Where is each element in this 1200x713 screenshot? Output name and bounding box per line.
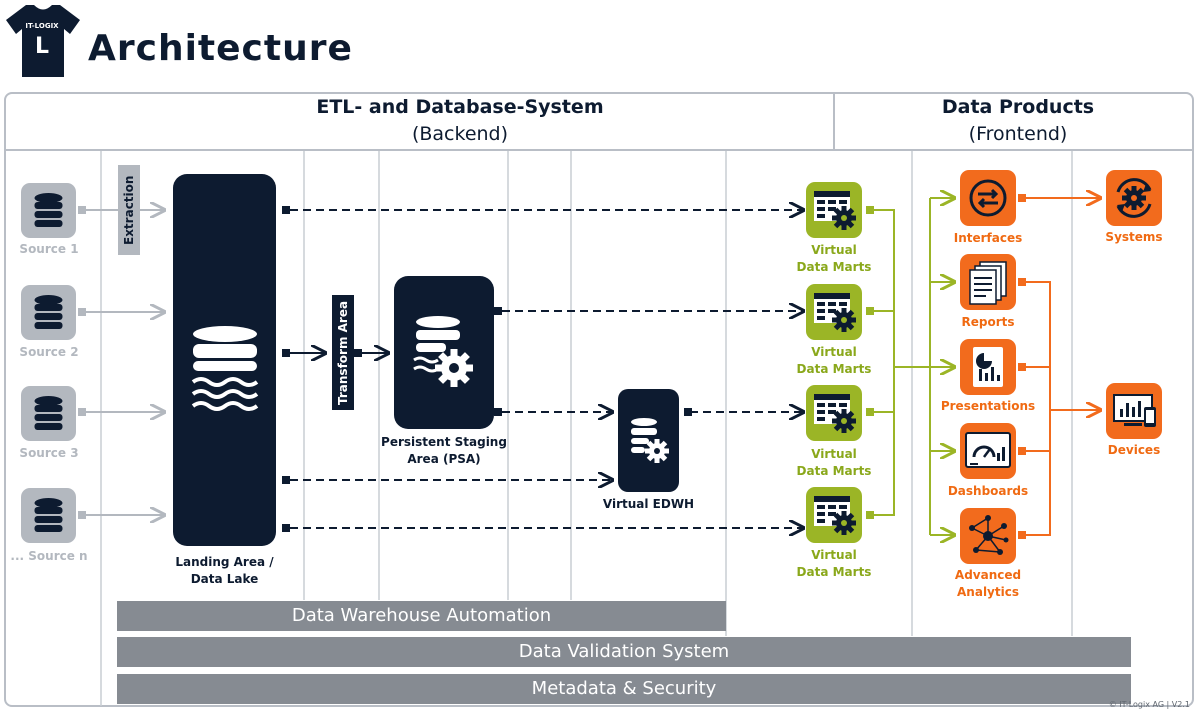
database-icon bbox=[21, 183, 76, 238]
product-label: Dashboards bbox=[947, 484, 1029, 498]
data-mart-label: Virtual bbox=[811, 243, 857, 257]
data-mart-label: Virtual bbox=[811, 548, 857, 562]
source-label: Source 2 bbox=[19, 345, 79, 359]
data-lake-icon bbox=[191, 326, 259, 411]
data-mart-label: Virtual bbox=[811, 345, 857, 359]
data-mart-label: Data Marts bbox=[796, 362, 872, 376]
data-mart-label: Data Marts bbox=[796, 565, 872, 579]
logo-letter: L bbox=[34, 34, 50, 59]
exchange-icon bbox=[960, 170, 1016, 226]
target-label: Devices bbox=[1107, 443, 1161, 457]
logo-text: IT-LOGIX bbox=[25, 22, 59, 30]
source-label: Source 1 bbox=[19, 242, 79, 256]
frontend-title: Data Products bbox=[941, 96, 1095, 118]
data-mart-label: Virtual bbox=[811, 447, 857, 461]
database-icon bbox=[21, 386, 76, 441]
product-label: Interfaces bbox=[953, 231, 1023, 245]
source-label: Source 3 bbox=[19, 446, 79, 460]
landing-area-label: Landing Area / Data Lake bbox=[175, 555, 274, 586]
product-label: Advanced Analytics bbox=[954, 568, 1022, 599]
product-label: Reports bbox=[961, 315, 1015, 329]
landing-area-block bbox=[173, 174, 276, 546]
metadata-security-bar: Metadata & Security bbox=[117, 674, 1131, 704]
database-gear-icon bbox=[413, 316, 473, 387]
target-label: Systems bbox=[1105, 230, 1163, 244]
database-gear-icon bbox=[631, 418, 669, 463]
product-label: Presentations bbox=[940, 399, 1036, 413]
database-icon bbox=[21, 488, 76, 543]
psa-label: Persistent Staging Area (PSA) bbox=[381, 435, 507, 466]
data-mart-label: Data Marts bbox=[796, 260, 872, 274]
network-icon bbox=[960, 508, 1016, 564]
data-mart-label: Data Marts bbox=[796, 464, 872, 478]
table-gear-icon bbox=[806, 284, 862, 340]
backend-title: ETL- and Database-System bbox=[316, 96, 604, 118]
page-title: Architecture bbox=[88, 28, 353, 69]
transform-area-label: Transform Area bbox=[332, 295, 354, 410]
source-label: ... Source n bbox=[10, 549, 88, 563]
dashboard-icon bbox=[960, 423, 1016, 479]
table-gear-icon bbox=[806, 385, 862, 441]
data-validation-bar: Data Validation System bbox=[117, 637, 1131, 667]
backend-subtitle: (Backend) bbox=[411, 123, 509, 145]
edwh-block bbox=[618, 389, 679, 492]
data-warehouse-automation-bar: Data Warehouse Automation bbox=[117, 601, 726, 631]
report-icon bbox=[960, 254, 1016, 310]
table-gear-icon bbox=[806, 487, 862, 543]
extraction-label: Extraction bbox=[118, 165, 140, 255]
psa-block bbox=[394, 276, 494, 429]
presentation-icon bbox=[960, 339, 1016, 395]
edwh-label: Virtual EDWH bbox=[602, 497, 695, 511]
frontend-subtitle: (Frontend) bbox=[968, 123, 1068, 145]
table-gear-icon bbox=[806, 182, 862, 238]
devices-icon bbox=[1106, 383, 1162, 439]
database-icon bbox=[21, 285, 76, 340]
gear-cycle-icon bbox=[1106, 170, 1162, 226]
diagram-frame bbox=[4, 92, 1194, 707]
copyright: © IT-Logix AG | V2.1 bbox=[1108, 700, 1190, 709]
shirt-logo-icon bbox=[6, 5, 80, 77]
